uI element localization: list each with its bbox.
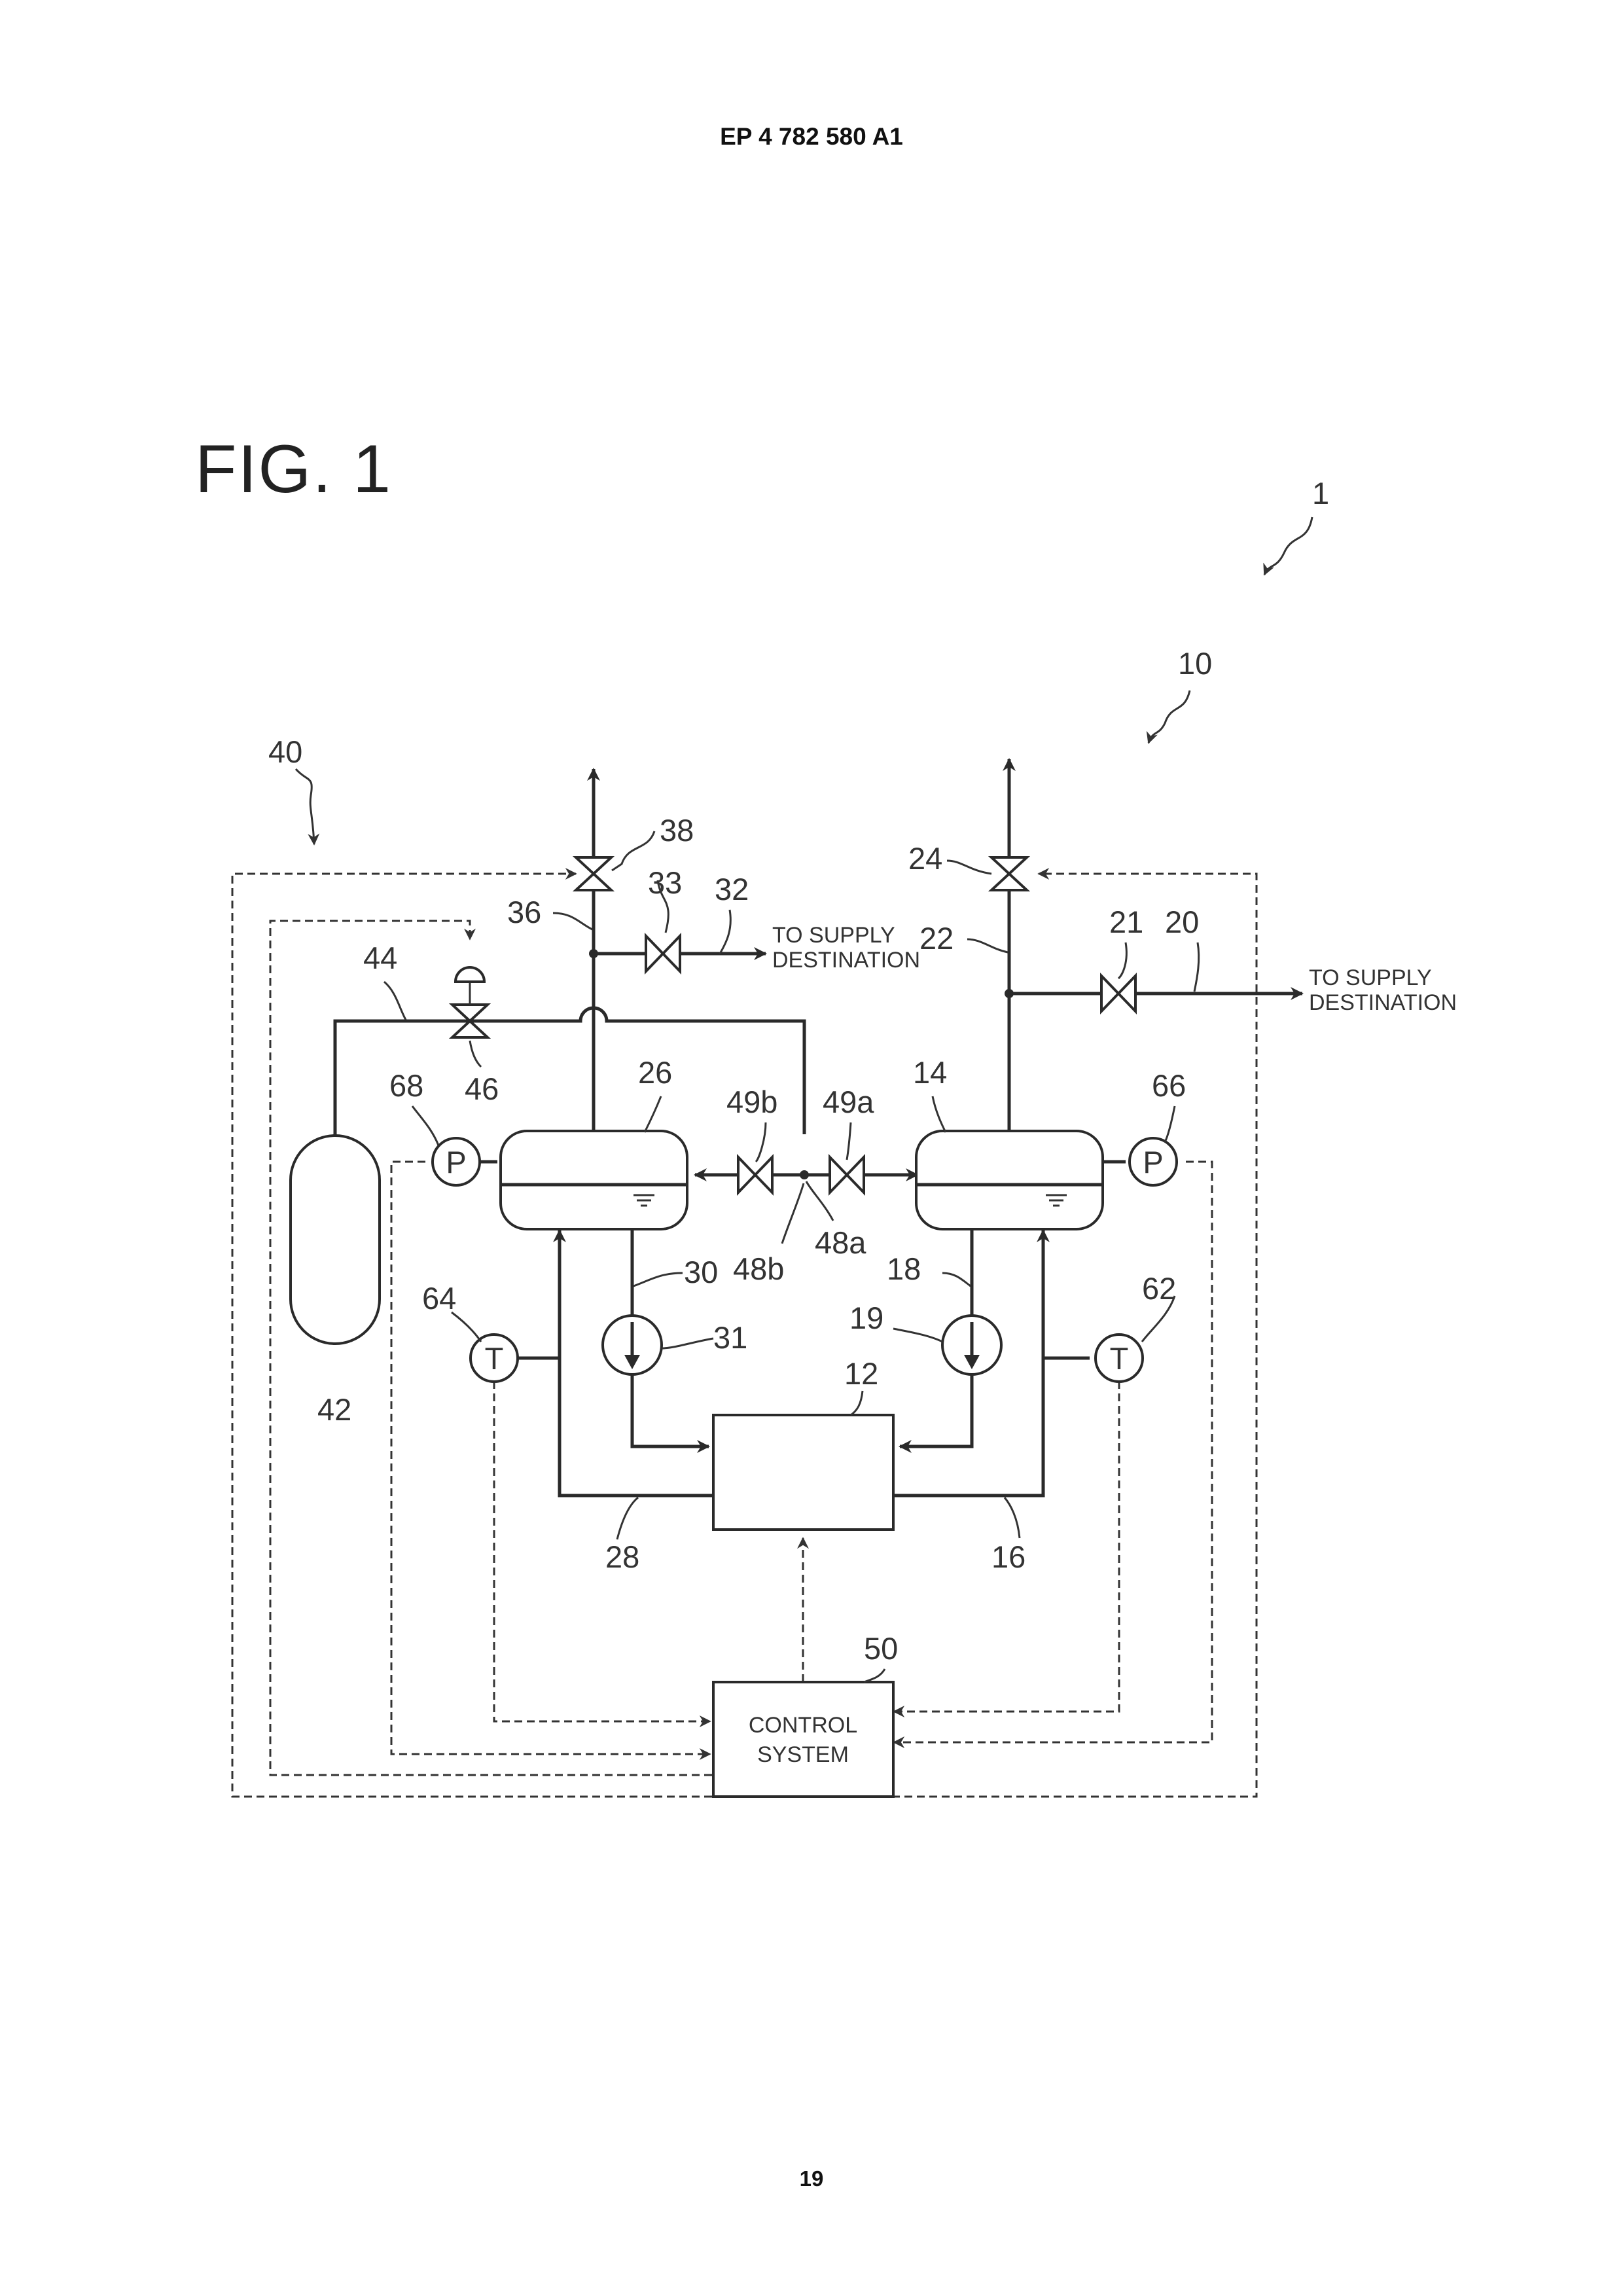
ref-12: 12: [844, 1356, 878, 1391]
valve-33-icon: [646, 936, 680, 971]
controller-box-12: [713, 1415, 893, 1530]
ref-10: 10: [1178, 646, 1212, 681]
ref-1: 1: [1312, 476, 1329, 511]
pressure-sensor-66: P: [1130, 1138, 1177, 1185]
ref-31: 31: [713, 1320, 747, 1355]
valve-49a-icon: [830, 1157, 864, 1193]
ref-48a: 48a: [815, 1225, 866, 1260]
ref-22: 22: [919, 921, 954, 956]
ref-20: 20: [1165, 905, 1199, 939]
page-number: 19: [0, 2166, 1623, 2191]
ref-66: 66: [1152, 1068, 1186, 1103]
ref-16: 16: [991, 1539, 1026, 1574]
ref-32: 32: [715, 872, 749, 906]
control-system-box: CONTROL SYSTEM: [713, 1682, 893, 1797]
valve-24-icon: [991, 857, 1027, 890]
vessel-42: [291, 1136, 380, 1344]
valve-46-icon: [452, 967, 488, 1037]
tank-14: [916, 1131, 1103, 1229]
ref-30: 30: [684, 1255, 718, 1289]
junction-48: [800, 1170, 809, 1179]
temperature-sensor-64: T: [471, 1335, 518, 1382]
ref-68: 68: [389, 1068, 423, 1103]
valve-49b-icon: [738, 1157, 772, 1193]
ref-40: 40: [268, 734, 302, 769]
ref-64: 64: [422, 1281, 456, 1316]
ref-36: 36: [507, 895, 541, 929]
ref-49a: 49a: [823, 1085, 874, 1119]
supply-right-line1: TO SUPPLY: [1309, 965, 1432, 990]
process-lines: [335, 759, 1302, 1496]
pump-31-icon: [603, 1316, 662, 1374]
temperature-sensor-62: T: [1096, 1335, 1143, 1382]
svg-text:P: P: [1143, 1145, 1163, 1179]
ref-18: 18: [887, 1251, 921, 1286]
svg-text:T: T: [1110, 1341, 1129, 1376]
ref-26: 26: [638, 1055, 672, 1090]
ref-49b: 49b: [726, 1085, 777, 1119]
junction-36: [589, 949, 598, 958]
pressure-sensor-68: P: [433, 1138, 480, 1185]
supply-left-line2: DESTINATION: [772, 948, 920, 973]
ref-19: 19: [849, 1300, 883, 1335]
ref-46: 46: [465, 1071, 499, 1106]
ref-50: 50: [864, 1631, 898, 1666]
control-system-label-2: SYSTEM: [757, 1742, 849, 1767]
supply-right-line2: DESTINATION: [1309, 990, 1457, 1015]
ref-42: 42: [317, 1392, 351, 1427]
valve-38-icon: [576, 857, 611, 890]
ref-28: 28: [605, 1539, 639, 1574]
ref-38: 38: [660, 813, 694, 848]
supply-left-line1: TO SUPPLY: [772, 923, 895, 948]
pump-19-icon: [942, 1316, 1001, 1374]
ref-24: 24: [908, 841, 942, 876]
ref-33: 33: [648, 865, 682, 900]
tank-26: [501, 1131, 687, 1229]
ref-14: 14: [913, 1055, 947, 1090]
control-system-label-1: CONTROL: [749, 1713, 857, 1738]
ref-21: 21: [1109, 905, 1143, 939]
valve-21-icon: [1101, 976, 1135, 1011]
svg-text:P: P: [446, 1145, 466, 1179]
junction-22: [1005, 989, 1014, 998]
ref-44: 44: [363, 941, 397, 975]
svg-text:T: T: [485, 1341, 504, 1376]
ref-48b: 48b: [733, 1251, 784, 1286]
ref-62: 62: [1142, 1271, 1176, 1306]
